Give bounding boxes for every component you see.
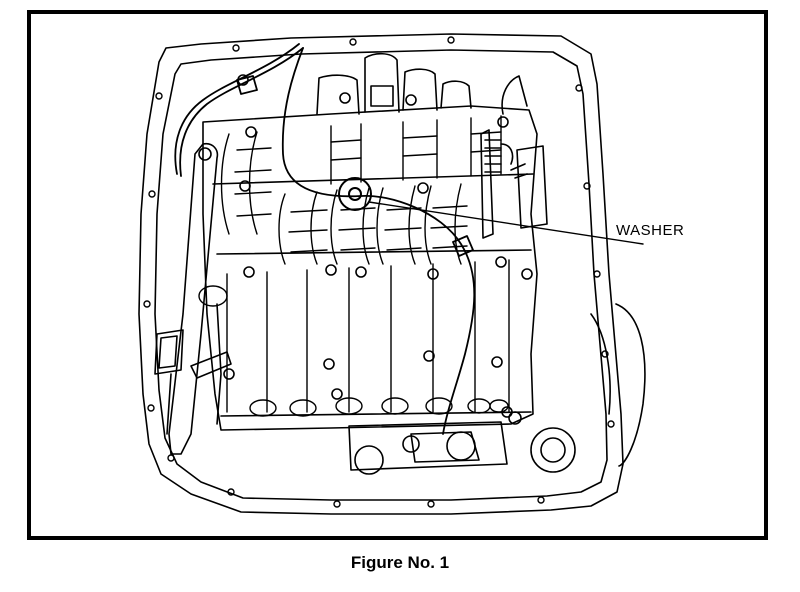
spool-bores	[222, 116, 502, 264]
lower-channels	[227, 260, 509, 412]
case-flange	[139, 34, 623, 514]
figure-frame	[27, 10, 768, 540]
valve-body-bolts	[224, 75, 532, 424]
flange-bolts	[144, 37, 614, 507]
spool-end-caps	[199, 286, 508, 416]
washer-callout-label: WASHER	[616, 222, 685, 239]
connector-block	[349, 422, 507, 474]
valve-body-line-drawing	[31, 14, 764, 536]
case-right-housing	[591, 304, 645, 466]
figure-caption: Figure No. 1	[350, 553, 450, 572]
wire-harness	[175, 44, 474, 434]
manual-lever	[155, 144, 231, 454]
case-port	[531, 428, 575, 472]
solenoid-assembly	[481, 76, 547, 238]
washer-leader-line	[369, 202, 643, 244]
upper-towers	[317, 54, 471, 114]
washer	[339, 178, 371, 210]
